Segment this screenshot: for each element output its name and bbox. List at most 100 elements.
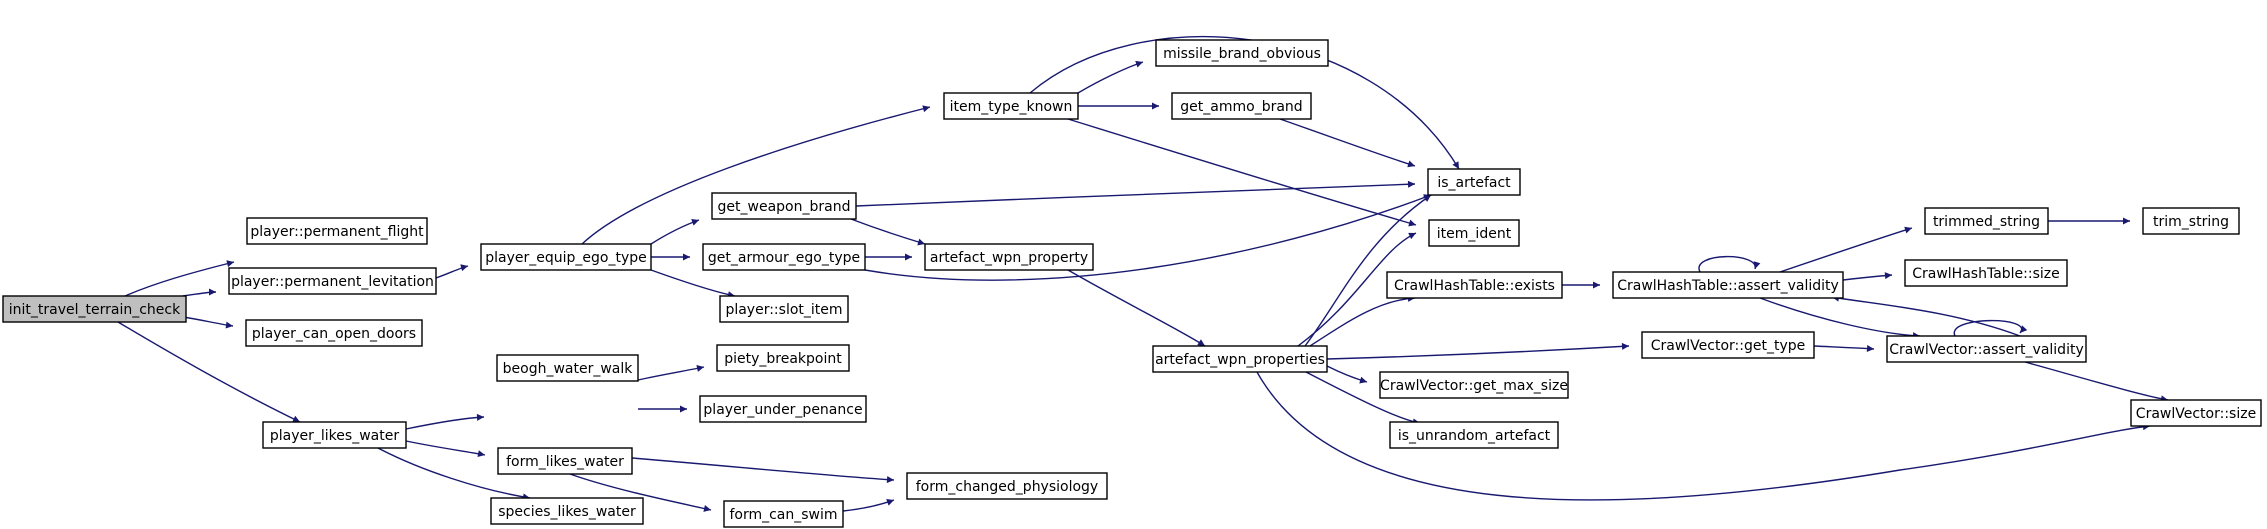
node-box <box>1428 219 1520 247</box>
node-player_permanent_levitation[interactable]: player::permanent_levitation <box>228 267 437 295</box>
node-label: item_type_known <box>950 99 1073 115</box>
node-CrawlVector_get_type[interactable]: CrawlVector::get_type <box>1641 331 1815 359</box>
edge-path <box>637 365 705 381</box>
edge-player_permanent_levitation-to-player_equip_ego_type <box>435 264 469 279</box>
node-form_can_swim[interactable]: form_can_swim <box>723 500 844 528</box>
node-box <box>262 421 407 449</box>
edge-init_travel_terrain_check-to-player_can_open_doors <box>182 316 234 329</box>
edge-path <box>1067 269 1206 347</box>
node-item_ident[interactable]: item_ident <box>1428 219 1520 247</box>
node-missile_brand_obvious[interactable]: missile_brand_obvious <box>1155 39 1329 67</box>
edge-artefact_wpn_properties-to-CrawlVector_get_max_size <box>1326 365 1368 384</box>
edge-path <box>405 413 485 430</box>
edge-player_equip_ego_type-to-player_slot_item <box>650 269 736 299</box>
node-label: artefact_wpn_properties <box>1155 352 1325 368</box>
node-label: species_likes_water <box>498 504 636 520</box>
node-box <box>497 447 633 475</box>
node-label: get_ammo_brand <box>1180 99 1302 115</box>
node-beogh_water_walk[interactable]: beogh_water_walk <box>496 354 639 382</box>
node-trimmed_string[interactable]: trimmed_string <box>1924 207 2049 235</box>
node-box <box>1389 421 1559 449</box>
edge-player_likes_water-to-beogh_water_walk <box>405 413 485 430</box>
node-box <box>496 354 639 382</box>
edge-path <box>631 457 895 484</box>
node-is_artefact[interactable]: is_artefact <box>1427 168 1521 196</box>
node-label: form_likes_water <box>506 454 624 470</box>
node-label: player_can_open_doors <box>252 326 416 342</box>
node-get_weapon_brand[interactable]: get_weapon_brand <box>711 192 857 220</box>
edge-path <box>569 473 712 512</box>
node-player_under_penance[interactable]: player_under_penance <box>699 395 867 423</box>
edge-path <box>1953 319 2028 337</box>
node-label: form_can_swim <box>729 507 837 523</box>
node-box <box>2142 207 2240 235</box>
node-is_unrandom_artefact[interactable]: is_unrandom_artefact <box>1389 421 1559 449</box>
edge-path <box>1077 60 1144 94</box>
node-label: trimmed_string <box>1933 214 2040 230</box>
node-label: artefact_wpn_property <box>930 250 1088 266</box>
node-CrawlVector_assert_validity[interactable]: CrawlVector::assert_validity <box>1886 335 2087 363</box>
edge-path <box>2024 361 2169 403</box>
node-CrawlVector_size[interactable]: CrawlVector::size <box>2130 399 2262 427</box>
edge-item_type_known-to-missile_brand_obvious <box>1077 60 1144 94</box>
node-label: beogh_water_walk <box>503 361 634 377</box>
node-species_likes_water[interactable]: species_likes_water <box>490 497 644 525</box>
node-label: is_artefact <box>1437 175 1511 191</box>
edge-init_travel_terrain_check-to-player_permanent_levitation <box>182 288 217 297</box>
node-get_ammo_brand[interactable]: get_ammo_brand <box>1171 92 1312 120</box>
node-CrawlHashTable_assert_validity[interactable]: CrawlHashTable::assert_validity <box>1612 271 1844 299</box>
node-label: form_changed_physiology <box>916 479 1098 495</box>
edge-path <box>1326 342 1630 360</box>
edge-path <box>1759 297 1921 340</box>
node-player_slot_item[interactable]: player::slot_item <box>719 295 849 323</box>
edge-get_armour_ego_type-to-is_artefact <box>864 194 1432 281</box>
edge-player_likes_water-to-form_likes_water <box>405 440 486 458</box>
function-nodes: init_travel_terrain_check player::permane… <box>2 39 2262 528</box>
node-label: player_under_penance <box>703 402 862 418</box>
edge-CrawlVector_assert_validity-to-CrawlVector_size <box>2024 361 2169 403</box>
edge-item_type_known-to-item_ident <box>1067 118 1417 227</box>
edge-path <box>855 180 1416 207</box>
node-player_equip_ego_type[interactable]: player_equip_ego_type <box>480 243 652 271</box>
edge-path <box>1256 371 2151 501</box>
node-label: CrawlHashTable::assert_validity <box>1617 278 1839 294</box>
node-box <box>702 243 866 271</box>
node-player_permanent_flight[interactable]: player::permanent_flight <box>246 217 428 245</box>
node-CrawlHashTable_exists[interactable]: CrawlHashTable::exists <box>1386 271 1563 299</box>
edge-beogh_water_walk-to-piety_breakpoint <box>637 365 705 381</box>
node-box <box>1152 345 1328 373</box>
node-init_travel_terrain_check[interactable]: init_travel_terrain_check <box>2 295 187 323</box>
edge-path <box>850 218 926 246</box>
node-item_type_known[interactable]: item_type_known <box>943 92 1079 120</box>
node-box <box>246 217 428 245</box>
edge-path <box>1067 118 1417 227</box>
node-artefact_wpn_properties[interactable]: artefact_wpn_properties <box>1152 345 1328 373</box>
node-get_armour_ego_type[interactable]: get_armour_ego_type <box>702 243 866 271</box>
node-form_likes_water[interactable]: form_likes_water <box>497 447 633 475</box>
edge-CrawlHashTable_assert_validity-to-trimmed_string <box>1779 226 1913 273</box>
node-label: CrawlVector::assert_validity <box>1889 342 2083 358</box>
node-label: player::permanent_levitation <box>231 274 434 290</box>
node-CrawlVector_get_max_size[interactable]: CrawlVector::get_max_size <box>1379 371 1569 399</box>
node-form_changed_physiology[interactable]: form_changed_physiology <box>906 472 1108 500</box>
node-trim_string[interactable]: trim_string <box>2142 207 2240 235</box>
node-piety_breakpoint[interactable]: piety_breakpoint <box>716 344 850 372</box>
node-box <box>228 267 437 295</box>
node-box <box>1427 168 1521 196</box>
edge-path <box>1297 232 1417 347</box>
node-label: player::permanent_flight <box>250 224 424 240</box>
edge-path <box>1279 118 1416 168</box>
node-label: CrawlHashTable::size <box>1912 266 2060 282</box>
node-box <box>1641 331 1815 359</box>
edge-CrawlVector_get_type-to-CrawlVector_assert_validity <box>1813 345 1875 352</box>
edge-get_weapon_brand-to-is_artefact <box>855 180 1416 207</box>
node-player_can_open_doors[interactable]: player_can_open_doors <box>245 319 423 347</box>
edge-path <box>117 321 301 423</box>
edge-path <box>1304 194 1432 347</box>
edge-path <box>182 288 217 297</box>
node-player_likes_water[interactable]: player_likes_water <box>262 421 407 449</box>
node-artefact_wpn_property[interactable]: artefact_wpn_property <box>924 243 1094 271</box>
node-box <box>1379 371 1569 399</box>
edge-artefact_wpn_properties-to-item_ident <box>1297 232 1417 347</box>
node-CrawlHashTable_size[interactable]: CrawlHashTable::size <box>1904 259 2068 287</box>
